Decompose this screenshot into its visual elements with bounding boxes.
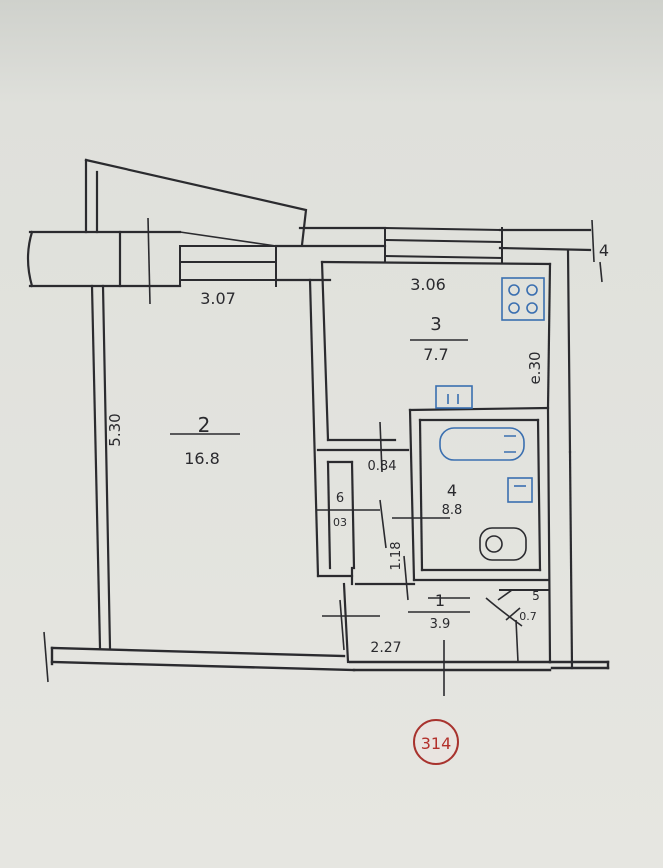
room-5-label: 5 0.7 — [519, 589, 540, 623]
door-swing — [485, 597, 523, 627]
room-6-number: 6 — [336, 491, 344, 506]
closet-width-label: 0.84 — [368, 459, 397, 474]
kitchen-sink-icon — [435, 385, 473, 409]
hall-width-label: 1.18 — [389, 542, 404, 571]
room-3-number: 3 — [430, 314, 441, 335]
toilet-icon — [479, 527, 527, 561]
room-1-label: 1 3.9 — [430, 591, 451, 632]
room-2-width-label: 3.07 — [200, 289, 236, 308]
room-3-area: 7.7 — [423, 345, 448, 364]
room-3-length-label: e.30 — [526, 351, 544, 384]
room-2-area: 16.8 — [184, 449, 220, 468]
room-5-number: 5 — [532, 589, 540, 603]
room-2-number: 2 — [198, 413, 211, 437]
window-room-2 — [179, 231, 277, 287]
stamp-number: 314 — [421, 734, 452, 753]
room-4-label: 4 8.8 — [442, 481, 463, 518]
room-1-number: 1 — [435, 591, 445, 610]
room-5-area: 0.7 — [519, 610, 537, 623]
room-3-label: 3 7.7 — [423, 314, 448, 364]
window-room-3 — [383, 226, 504, 263]
room-2-length-label: 5.30 — [106, 413, 124, 446]
room-6-area: 03 — [333, 516, 347, 529]
stove-icon — [501, 277, 545, 321]
dimension-ticks — [43, 217, 603, 696]
stamp: 314 — [413, 719, 459, 765]
walls — [26, 158, 610, 672]
room-4-number: 4 — [447, 481, 457, 500]
room-6-label: 6 03 — [333, 491, 347, 529]
room-3-width-label: 3.06 — [410, 275, 446, 294]
bathtub-icon — [439, 427, 525, 461]
washbasin-icon — [507, 477, 533, 503]
room-1-area: 3.9 — [430, 617, 451, 632]
room-2-label: 2 16.8 — [184, 413, 220, 468]
room-4-area: 8.8 — [442, 503, 463, 518]
corner-mark-label: 4 — [599, 241, 609, 260]
hall-length-label: 2.27 — [370, 640, 401, 656]
